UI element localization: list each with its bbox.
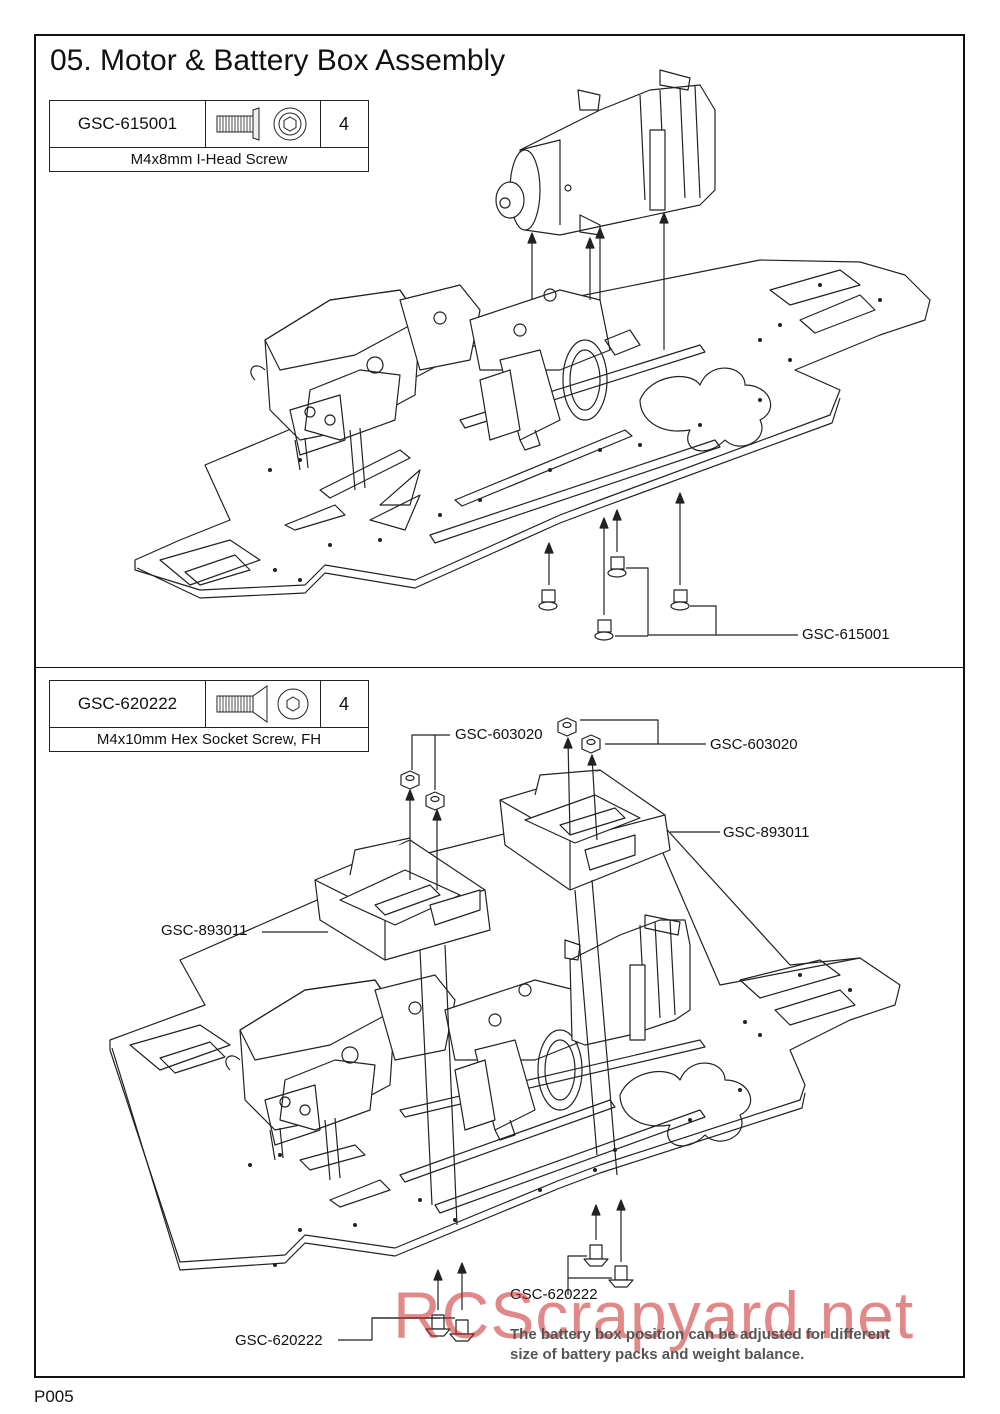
leader-lines-top bbox=[615, 567, 798, 637]
part-description: M4x8mm I-Head Screw bbox=[130, 150, 288, 168]
callout-nut-right: GSC-603020 bbox=[710, 736, 798, 753]
motor-top bbox=[495, 69, 716, 236]
part-code: GSC-615001 bbox=[50, 101, 206, 147]
callout-box-left: GSC-893011 bbox=[161, 922, 248, 939]
battery-box-left bbox=[314, 837, 491, 961]
transmission-top bbox=[399, 284, 641, 451]
parts-row: GSC-620222 4 bbox=[50, 681, 368, 728]
callout-nut-left: GSC-603020 bbox=[455, 726, 543, 743]
motor-bottom bbox=[564, 914, 691, 1046]
assembly-arrows-top bbox=[527, 212, 685, 615]
transmission-bottom bbox=[374, 974, 586, 1141]
parts-row: GSC-615001 4 bbox=[50, 101, 368, 148]
assembly-note: The battery box position can be adjusted… bbox=[510, 1325, 890, 1365]
callout-screw-right: GSC-620222 bbox=[510, 1286, 598, 1303]
part-quantity: 4 bbox=[338, 693, 349, 714]
callout-box-right: GSC-893011 bbox=[723, 824, 810, 841]
parts-table-top: GSC-615001 4 M4x8mm I-Head Screw bbox=[49, 100, 369, 172]
parts-table-bottom: GSC-620222 4 M4x10mm Hex Socket Screw, F… bbox=[49, 680, 369, 752]
page-frame bbox=[34, 34, 965, 1378]
watermark: RCScrapyard.net bbox=[393, 1278, 915, 1352]
callout-screw-left: GSC-620222 bbox=[235, 1332, 323, 1349]
screws-top bbox=[538, 556, 690, 641]
nuts bbox=[400, 717, 601, 811]
section-title: 05. Motor & Battery Box Assembly bbox=[50, 44, 506, 77]
part-code: GSC-620222 bbox=[50, 681, 206, 727]
note-line-1: The battery box position can be adjusted… bbox=[510, 1326, 891, 1343]
i-head-screw-icon bbox=[205, 101, 321, 147]
screws-bottom bbox=[425, 1244, 634, 1342]
flat-head-screw-icon bbox=[205, 681, 321, 727]
page-number: P005 bbox=[34, 1387, 74, 1406]
part-quantity: 4 bbox=[338, 113, 349, 134]
servo-bottom bbox=[225, 979, 396, 1181]
battery-box-right bbox=[499, 769, 671, 891]
note-line-2: size of battery packs and weight balance… bbox=[510, 1346, 805, 1363]
assembly-arrows-bottom bbox=[405, 737, 626, 1310]
servo-top bbox=[250, 289, 421, 491]
callout-top-screw: GSC-615001 bbox=[802, 626, 890, 643]
chassis-plate-bottom bbox=[109, 799, 901, 1271]
part-description: M4x10mm Hex Socket Screw, FH bbox=[96, 730, 322, 748]
leader-lines-bottom bbox=[262, 719, 720, 1341]
section-divider bbox=[34, 667, 965, 668]
